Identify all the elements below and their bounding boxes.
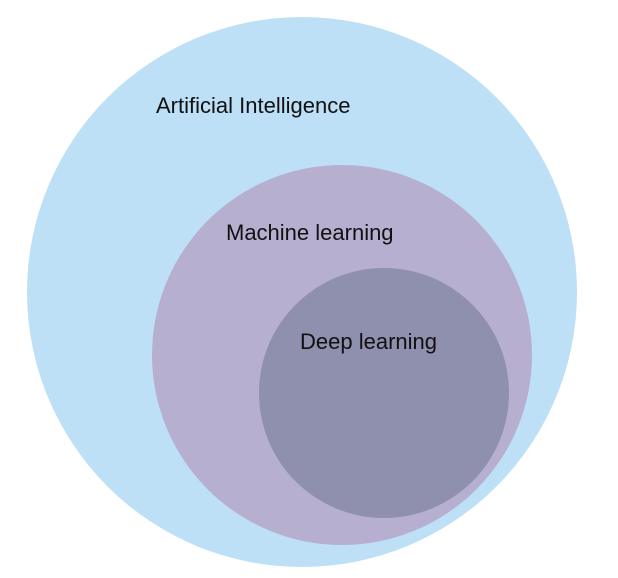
deep-learning-label: Deep learning [300, 329, 437, 354]
machine-learning-label: Machine learning [226, 220, 394, 245]
deep-learning-circle [259, 268, 509, 518]
artificial-intelligence-label: Artificial Intelligence [156, 93, 350, 118]
